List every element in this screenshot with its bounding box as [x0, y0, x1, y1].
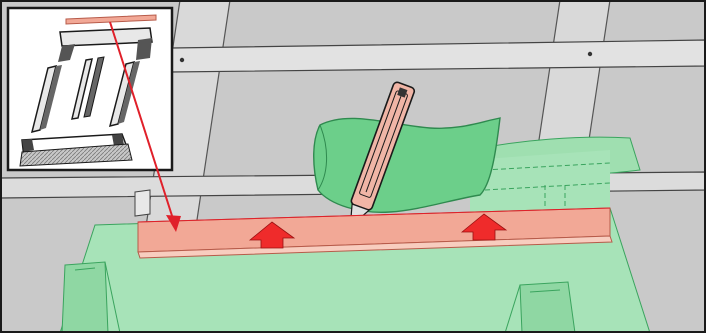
inset-parts-view	[8, 8, 172, 170]
